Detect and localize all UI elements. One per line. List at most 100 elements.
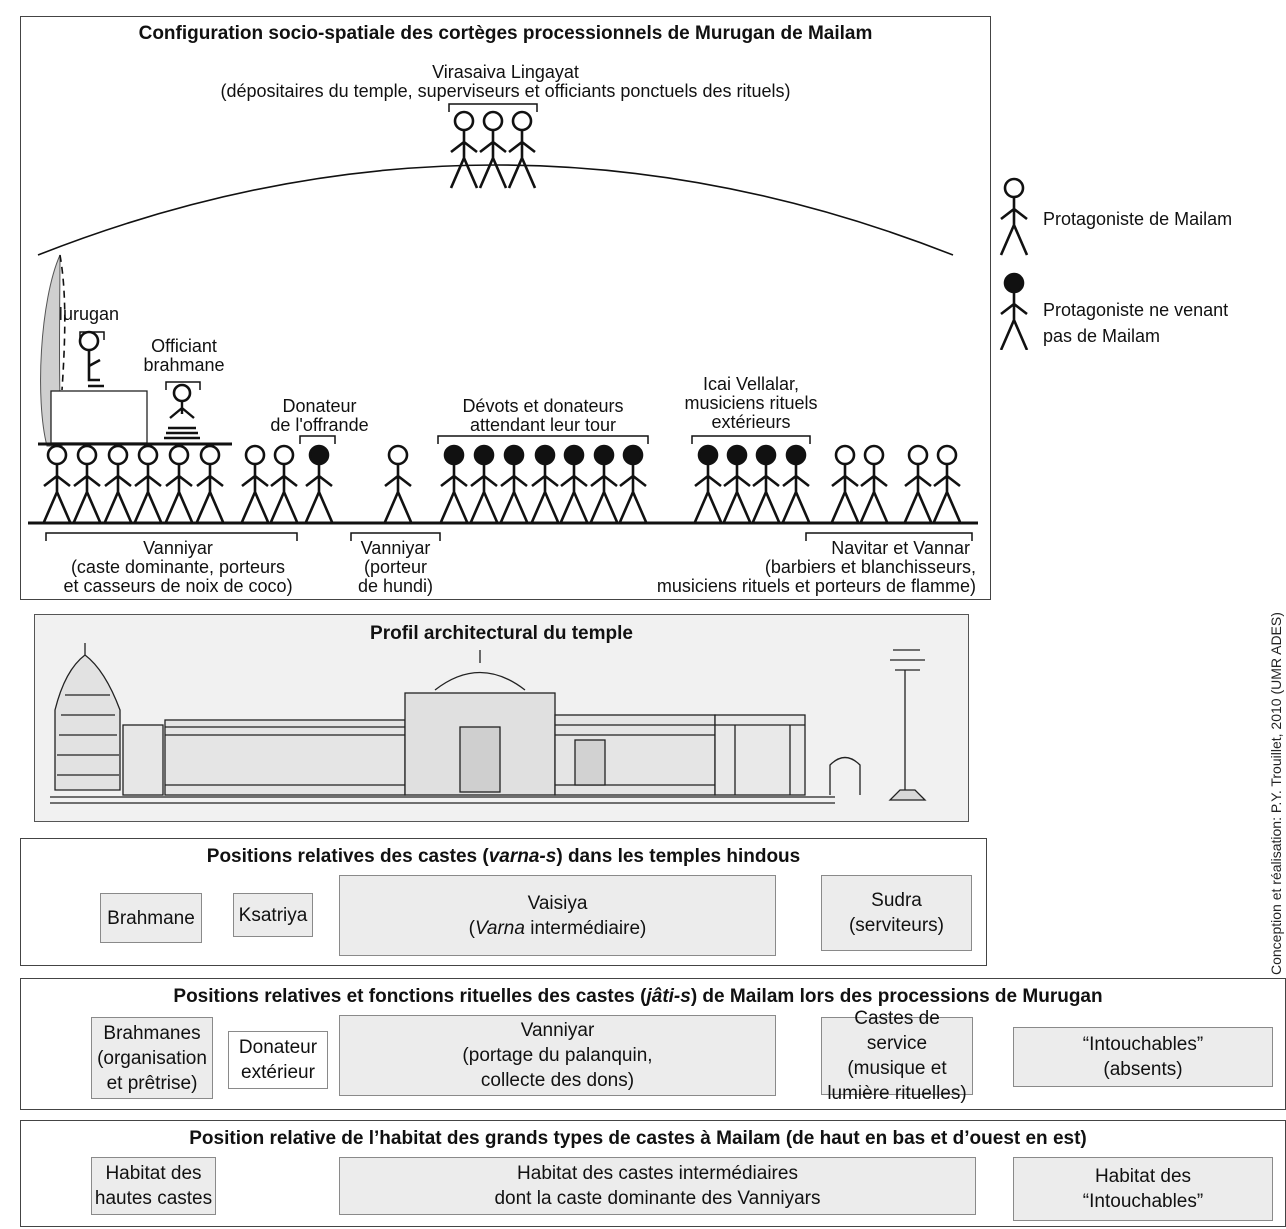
brahmanes-line1: Brahmanes (103, 1022, 201, 1044)
vanniyar-line1: Vanniyar (520, 1020, 595, 1041)
figure-local-10 (383, 444, 413, 523)
donateur-line2: de l'offrande (270, 415, 369, 435)
jati-title-pre: Positions relatives et fonctions rituell… (173, 986, 647, 1007)
figure-local-23 (859, 444, 889, 523)
varna-title: Positions relatives des castes (varna-s)… (21, 846, 986, 868)
donateur-label: Donateur de l'offrande (257, 397, 382, 435)
figure-visitor-18 (693, 444, 723, 523)
sudra-line2: (serviteurs) (848, 915, 944, 936)
box-castes-service: Castes de service (musique et lumière ri… (821, 1008, 973, 1104)
procession-title: Configuration socio-spatiale des cortège… (138, 23, 873, 44)
navitar-line2: (barbiers et blanchisseurs, (764, 557, 976, 577)
vanniyar2-line2: (porteur (363, 557, 428, 577)
figure-group (42, 110, 962, 523)
vanniyar2-line3: de hundi) (357, 576, 434, 596)
figure-virasaiva-1 (449, 110, 479, 189)
legend-open-label: Protagoniste de Mailam (1043, 209, 1233, 229)
icai-line2: musiciens rituels (684, 393, 818, 413)
officiant-line1: Officiant (151, 336, 217, 356)
figure-local-5 (164, 444, 194, 523)
figure-visitor-15 (559, 444, 589, 523)
legend-filled-line1: Protagoniste ne venant (1043, 300, 1229, 320)
bracket-virasaiva (448, 103, 538, 112)
figure-officiant (164, 383, 200, 440)
intouchables-line1: “Intouchables” (1082, 1034, 1204, 1055)
figure-local-3 (103, 444, 133, 523)
bracket-murugan (79, 331, 105, 340)
officiant-label: Officiant brahmane (134, 337, 234, 375)
legend-filled-figure-icon (999, 272, 1029, 350)
habitat-title: Position relative de l’habitat des grand… (189, 1128, 1087, 1149)
legend-filled-label: Protagoniste ne venant pas de Mailam (1043, 297, 1228, 349)
credit-text: Conception et réalisation: P.Y. Trouille… (1268, 612, 1284, 975)
vanniyar1-line2: (caste dominante, porteurs (70, 557, 286, 577)
habitat-intouchables-line1: Habitat des (1094, 1166, 1192, 1187)
figure-virasaiva-2 (478, 110, 508, 189)
vanniyar-porteurs-label: Vanniyar (caste dominante, porteurs et c… (43, 539, 313, 596)
icai-line1: Icai Vellalar, (702, 374, 800, 394)
figure-virasaiva-3 (507, 110, 537, 189)
figure-local-25 (932, 444, 962, 523)
varna-title-em: varna-s (488, 846, 557, 867)
figure-murugan (78, 330, 104, 388)
box-ksatriya: Ksatriya (233, 893, 313, 937)
navitar-line3: musiciens rituels et porteurs de flamme) (656, 576, 976, 596)
donateur-ext-line2: extérieur (241, 1062, 315, 1083)
hautes-line1: Habitat des (105, 1163, 202, 1184)
service-line1: Castes de service (854, 1008, 940, 1054)
sudra-line1: Sudra (871, 890, 922, 911)
devots-line2: attendant leur tour (469, 415, 617, 435)
varna-title-pre: Positions relatives des castes ( (206, 846, 489, 867)
varna-title-post: ) dans les temples hindous (556, 846, 801, 867)
figure-visitor-17 (618, 444, 648, 523)
figure-visitor-13 (499, 444, 529, 523)
figure-visitor-12 (469, 444, 499, 523)
figure-visitor-16 (589, 444, 619, 523)
figure-local-24 (903, 444, 933, 523)
vaisiya-line2: (Varna intermédiaire) (468, 917, 647, 939)
figure-visitor-19 (722, 444, 752, 523)
icai-label: Icai Vellalar, musiciens rituels extérie… (666, 375, 836, 432)
virasaiva-name: Virasaiva Lingayat (432, 62, 579, 82)
intouchables-line2: (absents) (1103, 1059, 1183, 1080)
vaisiya-em: Varna (474, 917, 525, 939)
bracket-group (45, 103, 973, 541)
brahmanes-line2: (organisation (97, 1047, 207, 1069)
jati-title-em: jâti-s (646, 986, 691, 1007)
varna-panel: Positions relatives des castes (varna-s)… (20, 838, 987, 966)
legend-symbols (999, 177, 1029, 350)
navitar-label: Navitar et Vannar (barbiers et blanchiss… (611, 539, 976, 596)
devots-line1: Dévots et donateurs (462, 396, 624, 416)
procession-panel: Configuration socio-spatiale des cortège… (20, 16, 991, 600)
bracket-vanniyar-porteurs (45, 532, 298, 541)
box-intouchables: “Intouchables” (absents) (1013, 1027, 1273, 1087)
intermediaires-line1: Habitat des castes intermédiaires (517, 1163, 798, 1184)
box-castes-intermediaires: Habitat des castes intermédiaires dont l… (339, 1157, 976, 1215)
box-vanniyar: Vanniyar (portage du palanquin, collecte… (339, 1015, 776, 1096)
figure-visitor-9 (304, 444, 334, 523)
donateur-ext-line1: Donateur (238, 1037, 318, 1058)
vanniyar2-line1: Vanniyar (360, 538, 431, 558)
vaisiya-line2-rest: intermédiaire) (524, 917, 647, 939)
intermediaires-line2: dont la caste dominante des Vanniyars (494, 1188, 821, 1209)
temple-profile-panel: Profil architectural du temple (34, 614, 969, 822)
palanquin-seat (50, 390, 148, 444)
officiant-line2: brahmane (143, 355, 225, 375)
procession-drawing (28, 103, 978, 541)
vanniyar1-line3: et casseurs de noix de coco) (63, 576, 293, 596)
bracket-navitar (805, 532, 973, 541)
figure-local-4 (133, 444, 163, 523)
figure-visitor-11 (439, 444, 469, 523)
figure-local-8 (269, 444, 299, 523)
legend-open-figure-icon (999, 177, 1029, 256)
ksatriya-text: Ksatriya (238, 904, 308, 926)
brahmane-text: Brahmane (107, 907, 195, 929)
box-sudra: Sudra (serviteurs) (821, 875, 972, 951)
box-hautes-castes: Habitat des hautes castes (91, 1157, 216, 1215)
box-brahmanes: Brahmanes (organisation et prêtrise) (91, 1017, 213, 1099)
figure-local-2 (72, 444, 102, 523)
bracket-officiant (165, 381, 201, 390)
devots-label: Dévots et donateurs attendant leur tour (433, 397, 653, 435)
vanniyar-line2: (portage du palanquin, (462, 1045, 653, 1066)
navitar-line1: Navitar et Vannar (831, 538, 970, 558)
